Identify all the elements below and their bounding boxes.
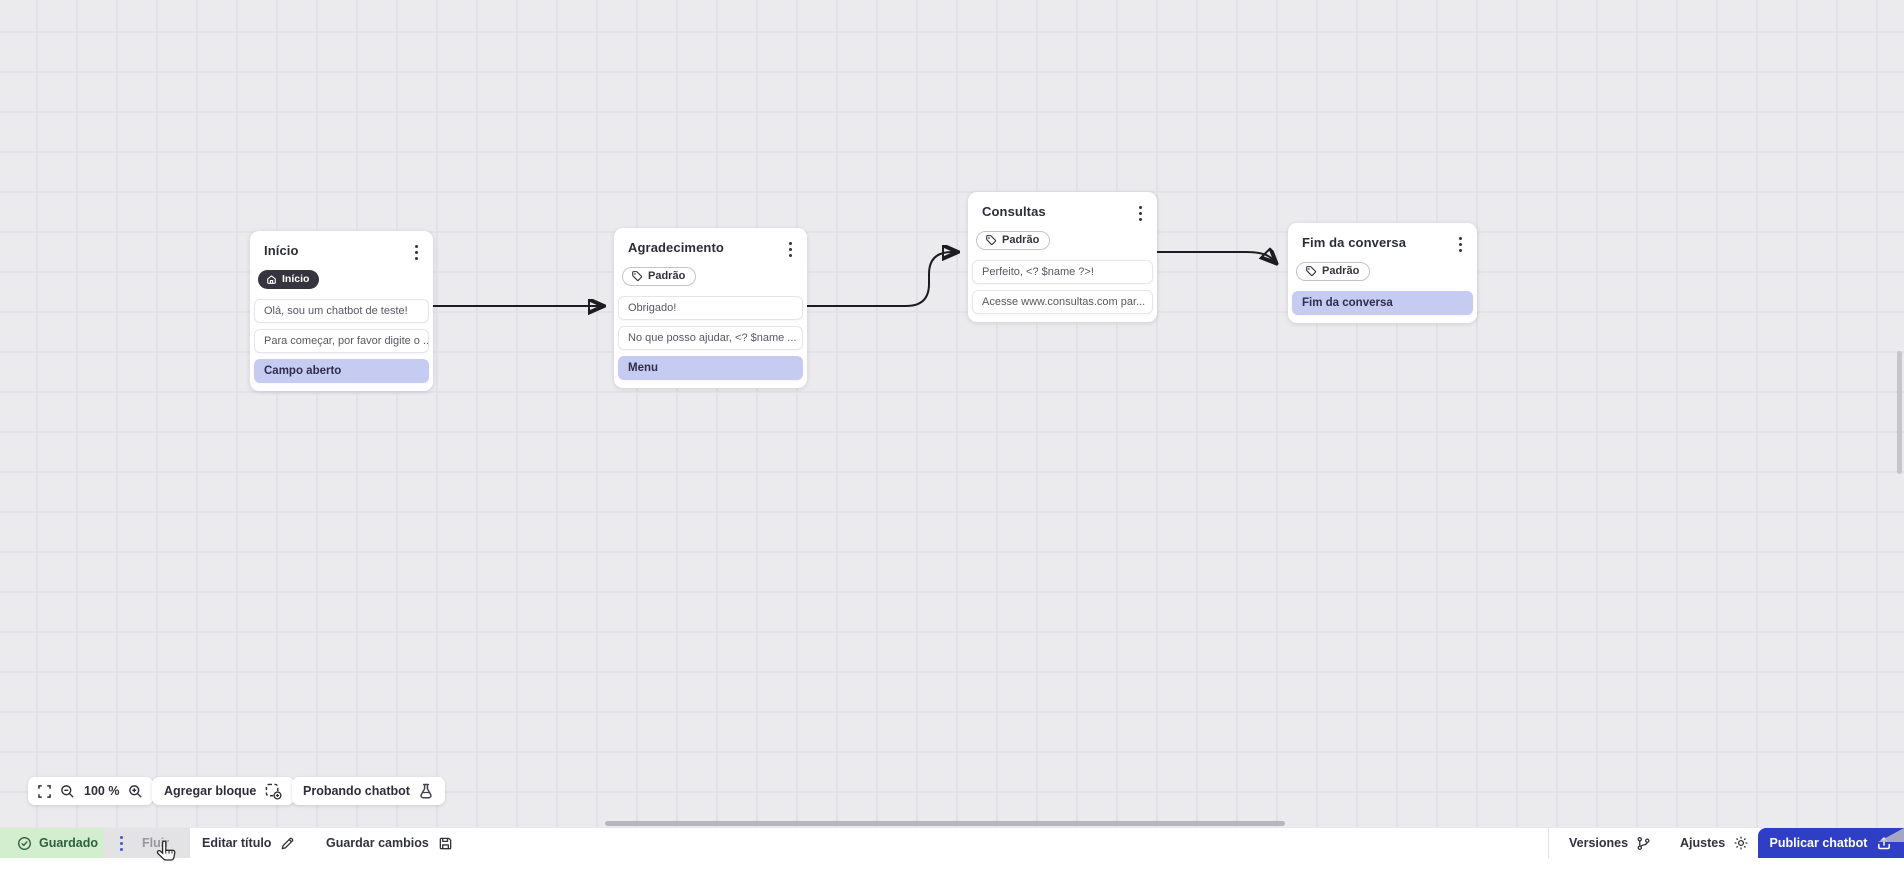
add-block-label: Agregar bloque bbox=[164, 784, 256, 798]
horizontal-scrollbar[interactable] bbox=[605, 821, 1285, 826]
node-menu-icon[interactable] bbox=[1456, 235, 1465, 254]
node-title: Início bbox=[264, 243, 299, 258]
node-action[interactable]: Fim da conversa bbox=[1292, 291, 1473, 315]
node-action[interactable]: Campo aberto bbox=[254, 359, 429, 383]
node-message[interactable]: Obrigado! bbox=[618, 296, 803, 320]
node-message[interactable]: Para começar, por favor digite o ... bbox=[254, 329, 429, 353]
flow-node-agradecimento[interactable]: Agradecimento Padrão Obrigado! No que po… bbox=[614, 228, 807, 388]
tag-pill: Padrão bbox=[976, 231, 1050, 250]
add-block-button[interactable]: Agregar bloque bbox=[152, 777, 294, 805]
tag-icon bbox=[985, 234, 997, 246]
node-message[interactable]: No que posso ajudar, <? $name ... bbox=[618, 326, 803, 350]
test-chatbot-button[interactable]: Probando chatbot bbox=[292, 777, 445, 805]
saved-label: Guardado bbox=[39, 836, 98, 850]
hand-cursor-icon bbox=[156, 839, 177, 865]
flow-node-inicio[interactable]: Início Início Olá, sou um chatbot de tes… bbox=[250, 231, 433, 391]
tag-icon bbox=[1305, 265, 1317, 277]
zoom-out-icon[interactable] bbox=[60, 784, 75, 799]
saved-status-badge: Guardado bbox=[0, 828, 104, 858]
node-menu-icon[interactable] bbox=[786, 240, 795, 259]
check-circle-icon bbox=[17, 836, 32, 851]
tab-menu-icon[interactable] bbox=[117, 834, 126, 853]
zoom-in-icon[interactable] bbox=[128, 784, 143, 799]
bottom-bar: Guardado Fluir Editar título Guardar cam… bbox=[0, 827, 1904, 857]
node-message[interactable]: Olá, sou um chatbot de teste! bbox=[254, 299, 429, 323]
branch-icon bbox=[1636, 836, 1651, 851]
footer-divider bbox=[1548, 828, 1549, 858]
node-title: Fim da conversa bbox=[1302, 235, 1406, 250]
node-action[interactable]: Menu bbox=[618, 356, 803, 380]
settings-label: Ajustes bbox=[1680, 836, 1725, 850]
wire-consultas-fim bbox=[1157, 252, 1275, 262]
flow-node-consultas[interactable]: Consultas Padrão Perfeito, <? $name ?>! … bbox=[968, 192, 1157, 322]
settings-button[interactable]: Ajustes bbox=[1674, 828, 1755, 858]
window-resize-corner bbox=[1878, 828, 1904, 842]
node-title: Agradecimento bbox=[628, 240, 724, 255]
versions-button[interactable]: Versiones bbox=[1563, 828, 1657, 858]
flow-node-fim-da-conversa[interactable]: Fim da conversa Padrão Fim da conversa bbox=[1288, 223, 1477, 323]
gear-icon bbox=[1733, 835, 1749, 851]
node-message[interactable]: Acesse www.consultas.com par... bbox=[972, 290, 1153, 314]
test-chatbot-label: Probando chatbot bbox=[303, 784, 410, 798]
pencil-icon bbox=[280, 836, 295, 851]
edit-title-button[interactable]: Editar título bbox=[196, 828, 301, 858]
wire-agradecimento-consultas bbox=[807, 252, 956, 306]
home-icon bbox=[266, 274, 277, 285]
tag-icon bbox=[631, 270, 643, 282]
versions-label: Versiones bbox=[1569, 836, 1628, 850]
node-message[interactable]: Perfeito, <? $name ?>! bbox=[972, 260, 1153, 284]
tab-fluir[interactable]: Fluir bbox=[104, 828, 190, 858]
tag-pill: Padrão bbox=[622, 267, 696, 286]
start-badge: Início bbox=[258, 270, 319, 289]
save-changes-label: Guardar cambios bbox=[326, 836, 429, 850]
node-title: Consultas bbox=[982, 204, 1046, 219]
save-icon bbox=[438, 836, 453, 851]
node-menu-icon[interactable] bbox=[1136, 204, 1145, 223]
fullscreen-icon[interactable] bbox=[38, 785, 51, 798]
publish-label: Publicar chatbot bbox=[1770, 836, 1868, 850]
edit-title-label: Editar título bbox=[202, 836, 271, 850]
save-changes-button[interactable]: Guardar cambios bbox=[320, 828, 459, 858]
node-menu-icon[interactable] bbox=[412, 243, 421, 262]
zoom-level: 100 % bbox=[84, 784, 119, 798]
add-block-icon bbox=[265, 783, 282, 800]
vertical-scrollbar[interactable] bbox=[1897, 351, 1902, 474]
zoom-toolbar: 100 % bbox=[28, 777, 153, 805]
flask-icon bbox=[418, 783, 434, 799]
tag-pill: Padrão bbox=[1296, 262, 1370, 281]
